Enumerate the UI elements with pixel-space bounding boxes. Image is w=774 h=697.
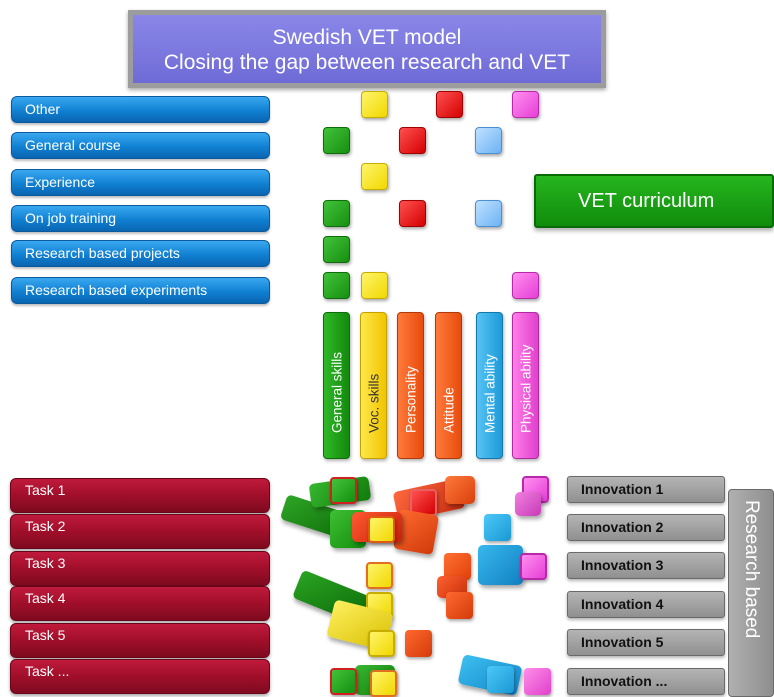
matrix-cube-red <box>436 91 463 118</box>
task-3: Task 3 <box>10 551 270 586</box>
column-general-skills: General skills <box>323 312 350 459</box>
column-attitude: Attitude <box>435 312 462 459</box>
tumbled-cube-green <box>330 477 357 504</box>
category-general-course: General course <box>11 132 270 159</box>
column-label: Voc. skills <box>366 373 381 433</box>
matrix-cube-yellow <box>361 91 388 118</box>
tumbled-cube-yellow <box>368 516 395 543</box>
innovation-1: Innovation 1 <box>567 476 725 503</box>
column-mental-ability: Mental ability <box>476 312 503 459</box>
column-label: Personality <box>403 366 418 433</box>
task-more: Task ... <box>10 659 270 694</box>
tumbled-cube-blue <box>484 514 511 541</box>
innovation-3: Innovation 3 <box>567 552 725 579</box>
diagram-title-box: Swedish VET model Closing the gap betwee… <box>128 10 606 88</box>
matrix-cube-pink <box>512 272 539 299</box>
research-based-label: Research based <box>741 500 762 639</box>
matrix-cube-pink <box>512 91 539 118</box>
tumbled-block-blue <box>478 545 523 585</box>
matrix-cube-blue <box>475 200 502 227</box>
task-4: Task 4 <box>10 586 270 621</box>
innovation-5: Innovation 5 <box>567 629 725 656</box>
column-label: Mental ability <box>482 354 497 433</box>
category-research-experiments: Research based experiments <box>11 277 270 304</box>
matrix-cube-green <box>323 127 350 154</box>
category-on-job-training: On job training <box>11 205 270 232</box>
matrix-cube-blue <box>475 127 502 154</box>
category-experience: Experience <box>11 169 270 196</box>
tumbled-cube-yellow <box>368 630 395 657</box>
column-label: General skills <box>329 351 344 433</box>
research-based-box: Research based <box>728 489 774 697</box>
task-2: Task 2 <box>10 514 270 549</box>
matrix-cube-green <box>323 200 350 227</box>
matrix-cube-red <box>399 200 426 227</box>
tumbled-block-orange <box>445 476 475 504</box>
vet-curriculum-box: VET curriculum <box>534 174 774 228</box>
column-label: Attitude <box>441 387 456 433</box>
task-1: Task 1 <box>10 478 270 513</box>
matrix-cube-green <box>323 236 350 263</box>
matrix-cube-green <box>323 272 350 299</box>
matrix-cube-red <box>399 127 426 154</box>
category-research-projects: Research based projects <box>11 240 270 267</box>
column-physical-ability: Physical ability <box>512 312 539 459</box>
tumbled-cube-orange <box>446 592 473 619</box>
tumbled-cube-orange <box>444 553 471 580</box>
matrix-cube-yellow <box>361 163 388 190</box>
tumbled-block-pink <box>515 492 541 516</box>
tumbled-cube-green <box>330 668 357 695</box>
tumbled-cube-orange <box>405 630 432 657</box>
matrix-cube-yellow <box>361 272 388 299</box>
column-personality: Personality <box>397 312 424 459</box>
title-line-2: Closing the gap between research and VET <box>163 51 571 74</box>
tumbled-cube-pink <box>520 553 547 580</box>
tumbled-cube-blue <box>487 666 514 693</box>
task-5: Task 5 <box>10 623 270 658</box>
column-voc-skills: Voc. skills <box>360 312 387 459</box>
innovation-4: Innovation 4 <box>567 591 725 618</box>
innovation-more: Innovation ... <box>567 668 725 695</box>
column-label: Physical ability <box>518 344 533 433</box>
innovation-2: Innovation 2 <box>567 514 725 541</box>
tumbled-cube-yellow <box>366 562 393 589</box>
tumbled-cube-yellow <box>370 670 397 697</box>
category-other: Other <box>11 96 270 123</box>
tumbled-cube-pink <box>524 668 551 695</box>
title-line-1: Swedish VET model <box>272 26 462 49</box>
